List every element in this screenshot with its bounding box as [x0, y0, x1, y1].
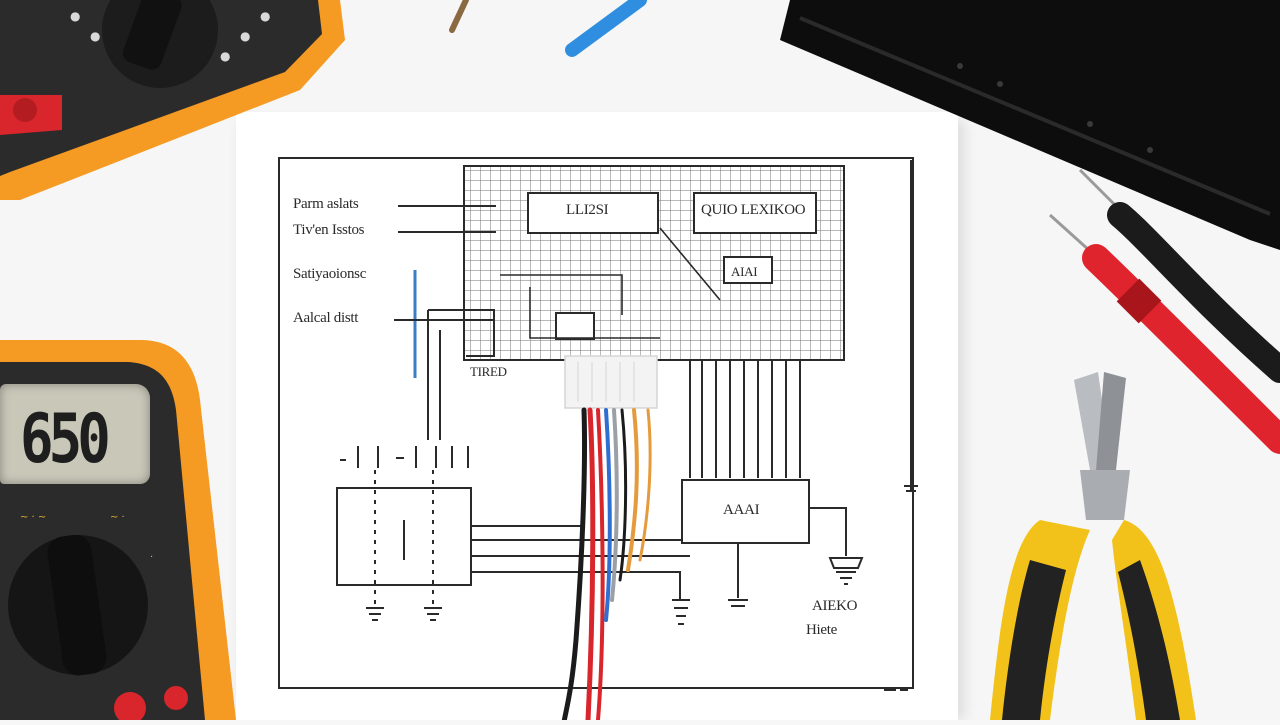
speaker-icon — [828, 557, 864, 585]
svg-text:●: ● — [90, 29, 100, 43]
svg-text:~ · ~: ~ · ~ — [20, 512, 46, 523]
schematic-small-label: TIRED — [470, 364, 507, 379]
svg-text:~ ·: ~ · — [110, 512, 125, 523]
schematic-small-label: AIAI — [731, 264, 758, 279]
probe-icon — [1048, 168, 1280, 454]
schematic-label: Tiv'en Isstos — [293, 222, 365, 238]
schematic-box-4 — [555, 312, 595, 340]
schematic-label: Aalcal distt — [293, 310, 359, 326]
multimeter-display — [0, 384, 150, 484]
multimeter-reading: 650 — [20, 400, 111, 479]
schematic-box-2 — [693, 192, 817, 234]
svg-text:●: ● — [70, 9, 80, 23]
svg-text:●: ● — [260, 9, 270, 23]
svg-text:●: ● — [220, 49, 230, 63]
schematic-label: Parm aslats — [293, 196, 359, 212]
connector-block — [564, 355, 658, 409]
schematic-box-3 — [723, 256, 773, 284]
schematic-box-1 — [527, 192, 659, 234]
schematic-paper — [236, 112, 958, 725]
schematic-right-box — [681, 479, 810, 544]
schematic-box-label: LLI2SI — [566, 202, 609, 218]
pliers-icon — [990, 372, 1196, 720]
schematic-label: Hiete — [806, 622, 837, 638]
schematic-label: AIEKO — [812, 598, 858, 614]
probe-icon — [449, 0, 647, 57]
wire-bundle — [561, 407, 652, 725]
schematic-label: Satiyaoionsc — [293, 266, 367, 282]
svg-text:●: ● — [240, 29, 250, 43]
schematic-box-label: QUIO LEXIKOO — [701, 202, 806, 218]
schematic-box-label: AAAI — [723, 502, 760, 518]
multimeter-icon: ● ● ● ● ● — [0, 0, 345, 200]
oscilloscope-icon — [780, 0, 1280, 250]
svg-text:·: · — [150, 552, 153, 563]
